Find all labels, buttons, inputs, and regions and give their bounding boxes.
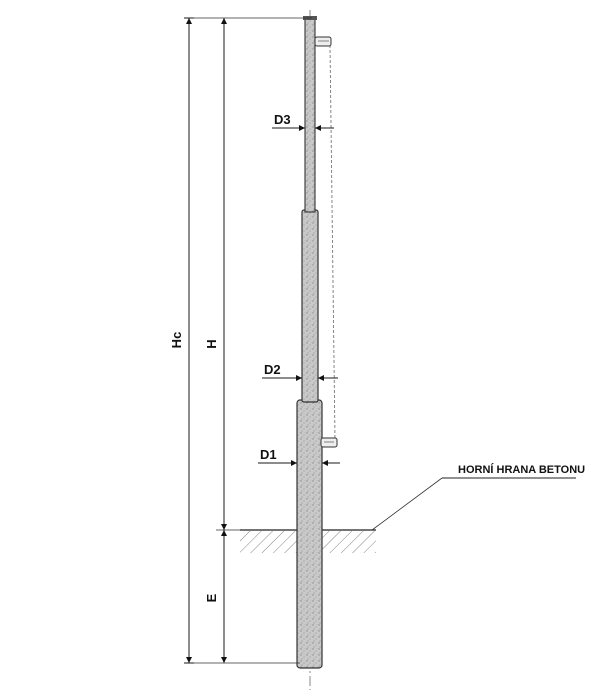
label-e: E [204,593,219,602]
pole-section-middle [301,209,319,403]
cable-line [329,44,336,441]
pole [296,16,323,669]
pole-section-bottom [296,399,323,669]
pole-section-top [304,17,316,213]
dimension-e [221,530,227,663]
dimension-d1 [258,460,340,466]
label-d1: D1 [260,447,277,462]
label-d3: D3 [274,112,291,127]
bottom-bracket [320,437,338,448]
concrete-edge-leader [371,477,576,531]
label-concrete-edge: HORNÍ HRANA BETONU [458,463,585,476]
dimension-d3 [272,125,334,131]
label-h: H [204,339,219,348]
dimension-hc [184,17,194,664]
label-d2: D2 [264,362,281,377]
dimension-h [221,18,227,530]
label-hc: Hc [169,332,184,349]
dimension-d2 [262,375,338,381]
top-bracket [314,36,332,47]
